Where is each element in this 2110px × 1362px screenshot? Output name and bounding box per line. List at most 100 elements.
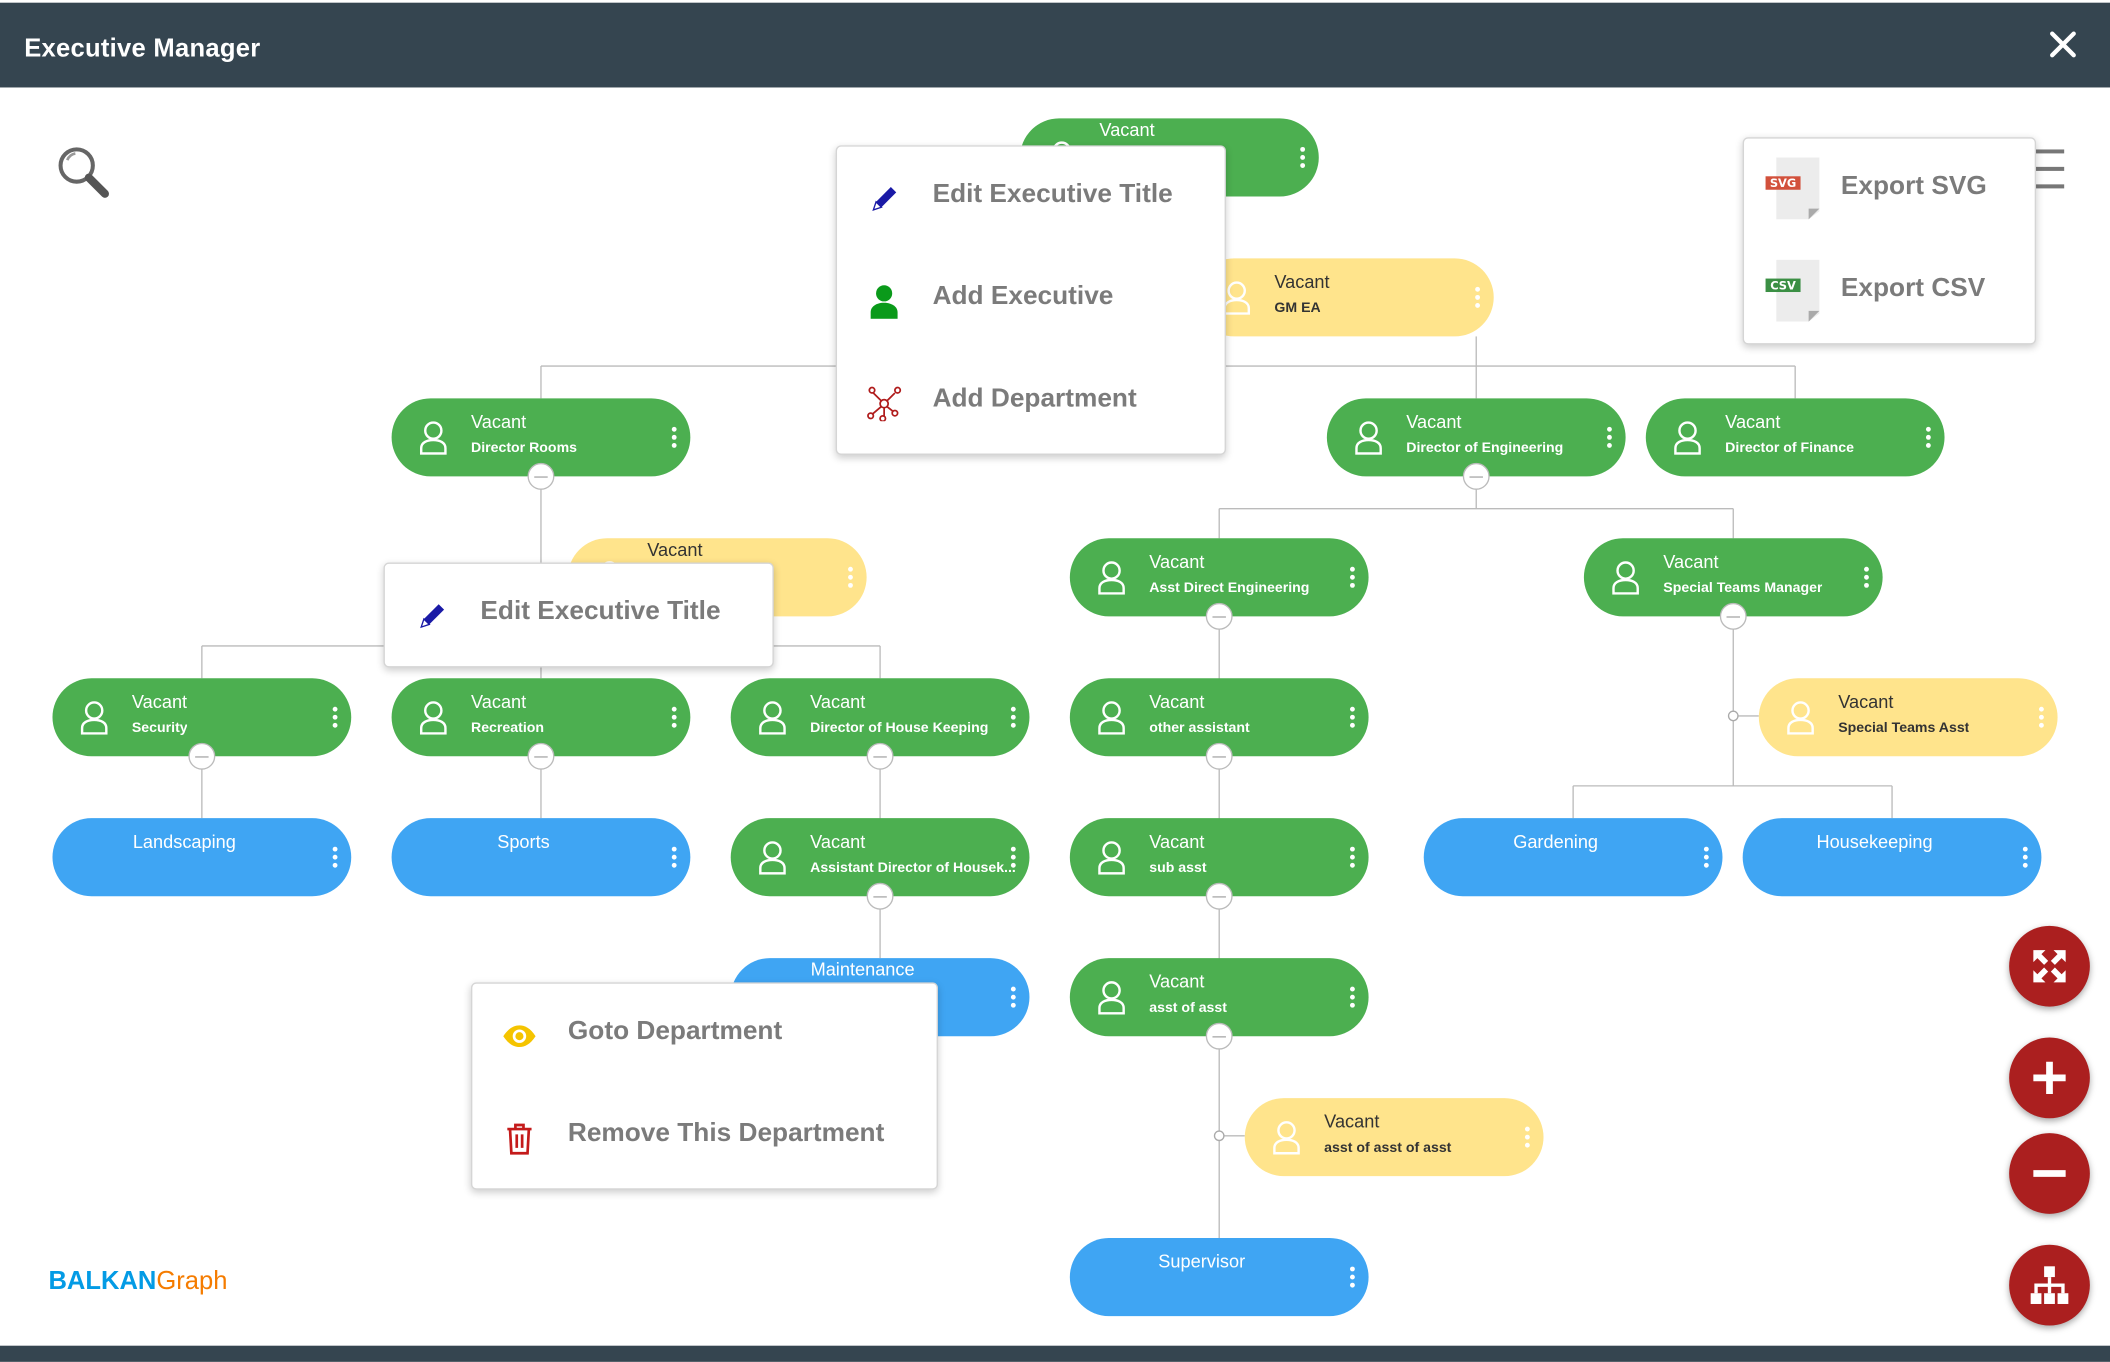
person-icon (79, 700, 109, 735)
person-icon (1354, 420, 1384, 455)
person-icon (419, 700, 449, 735)
node-menu-icon[interactable] (1009, 705, 1017, 729)
assistant-node[interactable]: Vacant asst of asst of asst (1244, 1098, 1544, 1177)
person-icon (419, 420, 449, 455)
node-name: Vacant (1149, 551, 1205, 572)
collapse-toggle[interactable] (1205, 602, 1233, 630)
node-menu-icon[interactable] (331, 845, 339, 869)
menu-item-label: Remove This Department (567, 1118, 885, 1148)
node-menu-icon[interactable] (1348, 565, 1356, 589)
node-title: Special Teams Asst (1838, 719, 1970, 737)
node-menu-icon[interactable] (331, 705, 339, 729)
node-name: Vacant (647, 539, 703, 560)
node-name: Maintenance (810, 959, 915, 980)
node-name: Vacant (1838, 691, 1894, 712)
collapse-toggle[interactable] (1719, 602, 1747, 630)
node-menu-icon[interactable] (1009, 845, 1017, 869)
node-name: Landscaping (132, 831, 236, 852)
node-menu-icon[interactable] (670, 705, 678, 729)
fit-screen-button[interactable] (2009, 925, 2090, 1007)
node-menu-icon[interactable] (670, 845, 678, 869)
department-node[interactable]: Sports (391, 818, 691, 897)
node-menu-icon[interactable] (1523, 1125, 1531, 1149)
node-name: Vacant (1274, 271, 1330, 293)
zoom-in-button[interactable] (2009, 1037, 2090, 1119)
node-context-menu: Edit Executive Title Add Executive Add D… (835, 145, 1226, 455)
menu-item-add-department[interactable]: Add Department (837, 351, 1225, 453)
menu-item-label: Add Executive (932, 281, 1114, 311)
node-menu-icon[interactable] (1924, 425, 1932, 449)
node-menu-icon[interactable] (1009, 985, 1017, 1009)
menu-item-export-svg[interactable]: SVG Export SVG (1744, 139, 2035, 241)
collapse-toggle[interactable] (527, 742, 555, 770)
collapse-toggle[interactable] (866, 882, 894, 910)
node-menu-icon[interactable] (1348, 705, 1356, 729)
person-icon (1097, 840, 1127, 875)
node-menu-icon[interactable] (2021, 845, 2029, 869)
menu-item-export-csv[interactable]: CSV Export CSV (1744, 241, 2035, 343)
node-menu-icon[interactable] (670, 425, 678, 449)
assistant-context-menu: Edit Executive Title (383, 562, 774, 668)
export-menu: SVG Export SVG CSV Export CSV (1742, 137, 2037, 345)
collapse-toggle[interactable] (1205, 882, 1233, 910)
node-menu-icon[interactable] (1348, 845, 1356, 869)
node-menu-icon[interactable] (1474, 285, 1482, 309)
node-title: sub asst (1149, 859, 1207, 877)
node-menu-icon[interactable] (2037, 705, 2045, 729)
node-menu-icon[interactable] (1348, 1265, 1356, 1289)
department-context-menu: Goto Department Remove This Department (470, 982, 938, 1190)
layout-button[interactable] (2009, 1244, 2090, 1326)
department-node[interactable]: Housekeeping (1742, 818, 2042, 897)
eye-icon (503, 1025, 536, 1047)
pencil-icon (872, 187, 897, 211)
node-menu-icon[interactable] (1605, 425, 1613, 449)
menu-item-edit-executive-title[interactable]: Edit Executive Title (385, 564, 773, 666)
menu-item-label: Edit Executive Title (932, 178, 1173, 209)
menu-item-add-executive[interactable]: Add Executive (837, 249, 1225, 351)
menu-icon[interactable] (2034, 149, 2065, 192)
menu-item-edit-executive-title[interactable]: Edit Executive Title (837, 147, 1225, 249)
department-node[interactable]: Landscaping (52, 818, 352, 897)
node-menu-icon[interactable] (1299, 145, 1307, 169)
node-menu-icon[interactable] (1348, 985, 1356, 1009)
org-layout-icon (2030, 1266, 2069, 1304)
node-menu-icon[interactable] (1862, 565, 1870, 589)
close-icon[interactable] (2045, 27, 2080, 62)
menu-item-goto-department[interactable]: Goto Department (472, 984, 936, 1086)
node-name: Vacant (1099, 119, 1155, 140)
collapse-toggle[interactable] (1462, 462, 1490, 490)
node-menu-icon[interactable] (846, 565, 854, 589)
zoom-out-icon (2033, 1170, 2066, 1177)
node-title: Asst Direct Engineering (1149, 579, 1310, 597)
collapse-toggle[interactable] (1205, 1022, 1233, 1050)
node-name: Gardening (1513, 831, 1599, 852)
svg-text:CSV: CSV (1770, 278, 1796, 292)
node-name: Vacant (1149, 971, 1205, 992)
node-name: Sports (497, 831, 550, 852)
department-node[interactable]: Supervisor (1069, 1238, 1369, 1317)
person-icon (1222, 280, 1252, 315)
person-icon (1786, 700, 1816, 735)
collapse-toggle[interactable] (527, 462, 555, 490)
search-icon[interactable] (54, 143, 113, 202)
department-node[interactable]: Gardening (1423, 818, 1723, 897)
collapse-toggle[interactable] (1205, 742, 1233, 770)
node-menu-icon[interactable] (1702, 845, 1710, 869)
node-title: Director of Engineering (1406, 440, 1564, 457)
node-title: asst of asst of asst (1324, 1139, 1452, 1156)
collapse-toggle[interactable] (866, 742, 894, 770)
zoom-out-button[interactable] (2009, 1133, 2090, 1214)
node-title: Assistant Director of Housek... (810, 859, 1016, 877)
node-name: Vacant (1149, 691, 1205, 712)
node-title: Recreation (470, 719, 545, 737)
node-name: Vacant (1324, 1111, 1380, 1132)
person-icon (1611, 560, 1641, 595)
collapse-toggle[interactable] (188, 742, 216, 770)
menu-item-remove-department[interactable]: Remove This Department (472, 1086, 936, 1188)
